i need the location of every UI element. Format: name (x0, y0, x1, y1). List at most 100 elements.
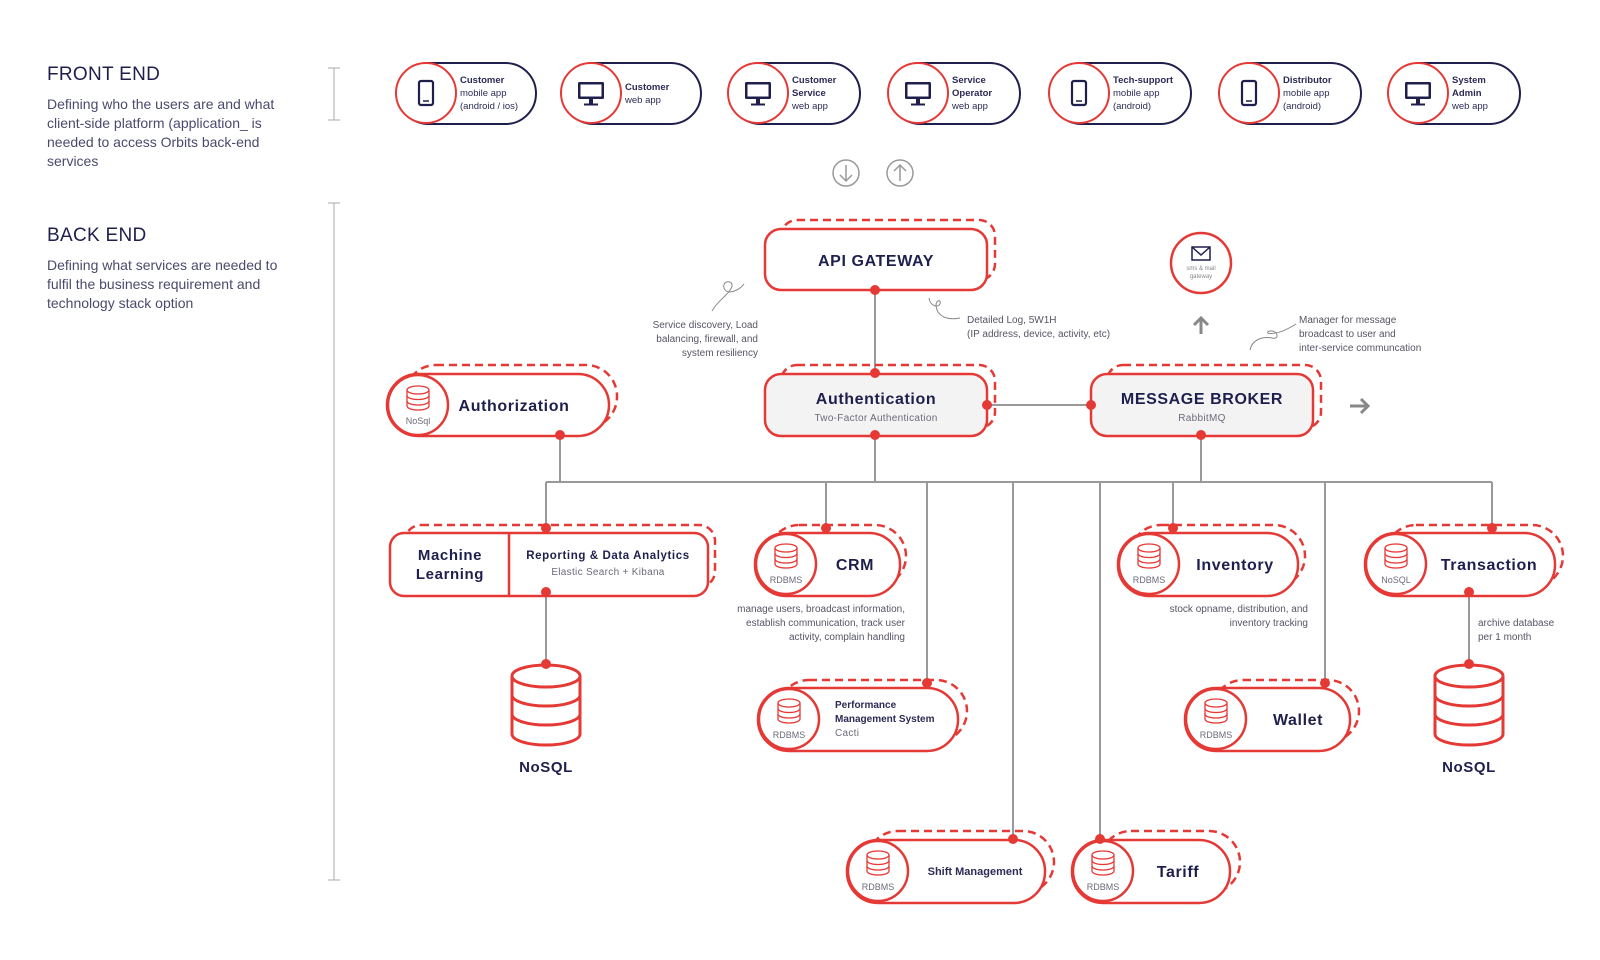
performance-management-node[interactable]: RDBMS Performance Management System Cact… (756, 678, 969, 753)
machine-learning-label: Learning (416, 566, 484, 583)
svg-text:establish communication, track: establish communication, track user (746, 618, 906, 629)
authentication-subtitle: Two-Factor Authentication (814, 413, 937, 424)
front-end-desc-4: services (47, 153, 98, 169)
app-pill-customer-mobile[interactable]: Customer mobile app (android / ios) (395, 62, 537, 125)
sms-mail-gateway-node[interactable]: sms & mail gateway (1169, 231, 1233, 295)
arrow-down-icon (832, 159, 860, 187)
front-end-desc-1: Defining who the users are and what (47, 96, 274, 112)
authorization-node[interactable]: NoSql Authorization (385, 363, 619, 440)
wallet-title: Wallet (1273, 712, 1323, 729)
note-archive: archive database per 1 month (1478, 618, 1555, 643)
app-pill-distributor-mobile[interactable]: Distributor mobile app (android) (1218, 62, 1362, 125)
authentication-title: Authentication (816, 391, 936, 408)
svg-text:inter-service communcation: inter-service communcation (1299, 343, 1421, 354)
db-type-label: RDBMS (770, 575, 803, 585)
svg-text:balancing, firewall, and: balancing, firewall, and (656, 334, 758, 345)
tariff-node[interactable]: RDBMS Tariff (1070, 829, 1242, 905)
db-type-label: RDBMS (862, 882, 895, 892)
app-label: mobile app (1283, 88, 1329, 99)
app-label: web app (1451, 101, 1488, 112)
svg-text:system resiliency: system resiliency (682, 348, 758, 359)
inventory-node[interactable]: RDBMS Inventory (1116, 523, 1307, 598)
svg-text:stock opname, distribution, an: stock opname, distribution, and (1170, 604, 1308, 615)
nosql-database-right[interactable]: NoSQL (1433, 659, 1505, 776)
back-end-desc-2: fulfil the business requirement and (47, 276, 260, 292)
performance-subtitle: Cacti (835, 728, 859, 739)
ml-reporting-node[interactable]: Machine Learning Reporting & Data Analyt… (388, 523, 717, 598)
authentication-node[interactable]: Authentication Two-Factor Authentication (763, 363, 997, 440)
svg-text:manage users, broadcast inform: manage users, broadcast information, (737, 604, 905, 615)
mail-icon (1191, 246, 1211, 261)
svg-text:per 1 month: per 1 month (1478, 632, 1531, 643)
front-end-title: FRONT END (47, 64, 160, 85)
crm-title: CRM (836, 557, 874, 574)
app-label: Customer (460, 75, 505, 86)
database-icon (510, 663, 582, 747)
transaction-title: Transaction (1441, 557, 1537, 574)
database-icon (1433, 663, 1505, 747)
shift-management-title: Shift Management (928, 866, 1023, 878)
nosql-label: NoSQL (519, 759, 573, 776)
back-end-desc-3: technology stack option (47, 295, 193, 311)
svg-text:Detailed Log, 5W1H: Detailed Log, 5W1H (967, 315, 1057, 326)
wallet-node[interactable]: RDBMS Wallet (1183, 678, 1361, 753)
note-inventory: stock opname, distribution, and inventor… (1170, 604, 1308, 629)
sms-gateway-label: gateway (1190, 274, 1212, 280)
db-type-label: NoSQL (1381, 575, 1411, 585)
front-end-bracket (328, 67, 340, 121)
reporting-title: Reporting & Data Analytics (526, 550, 689, 562)
app-label: Service (952, 75, 986, 86)
back-end-bracket (328, 202, 340, 881)
transaction-node[interactable]: NoSQL Transaction (1363, 523, 1565, 598)
nosql-database-left[interactable]: NoSQL (510, 659, 582, 776)
app-pill-customer-service-web[interactable]: Customer Service web app (727, 62, 861, 125)
db-type-label: NoSql (406, 416, 431, 426)
svg-text:broadcast to user and: broadcast to user and (1299, 329, 1396, 340)
back-end-title: BACK END (47, 225, 147, 246)
svg-text:Service discovery, Load: Service discovery, Load (653, 320, 758, 331)
back-end-section: BACK END Defining what services are need… (47, 225, 278, 311)
message-broker-node[interactable]: MESSAGE BROKER RabbitMQ (1086, 363, 1323, 440)
app-label: Operator (952, 88, 992, 99)
app-label: Tech-support (1113, 75, 1174, 86)
app-pill-tech-support-mobile[interactable]: Tech-support mobile app (android) (1048, 62, 1192, 125)
app-label: (android) (1283, 101, 1321, 112)
arrow-up-icon (1192, 315, 1210, 334)
svg-text:(IP address, device, activity,: (IP address, device, activity, etc) (967, 329, 1110, 340)
note-manager-message: Manager for message broadcast to user an… (1249, 315, 1421, 354)
performance-title: Management System (835, 714, 935, 725)
tariff-title: Tariff (1157, 864, 1199, 881)
db-type-label: RDBMS (1087, 882, 1120, 892)
back-end-desc-1: Defining what services are needed to (47, 257, 278, 273)
message-broker-title: MESSAGE BROKER (1121, 391, 1283, 408)
app-label: (android) (1113, 101, 1151, 112)
db-type-label: RDBMS (1133, 575, 1166, 585)
front-end-section: FRONT END Defining who the users are and… (47, 64, 274, 169)
crm-node[interactable]: RDBMS CRM (753, 523, 908, 598)
app-label: mobile app (1113, 88, 1159, 99)
app-label: System (1452, 75, 1486, 86)
arrow-right-icon (1350, 397, 1371, 415)
db-type-label: RDBMS (773, 730, 806, 740)
arrow-up-icon (886, 159, 914, 187)
reporting-subtitle: Elastic Search + Kibana (551, 567, 664, 578)
app-label: web app (624, 95, 661, 106)
front-end-desc-2: client-side platform (application_ is (47, 115, 262, 131)
app-label: Admin (1452, 88, 1482, 99)
machine-learning-label: Machine (418, 547, 482, 564)
app-label: web app (791, 101, 828, 112)
svg-text:inventory tracking: inventory tracking (1230, 618, 1308, 629)
app-pill-system-admin-web[interactable]: System Admin web app (1387, 62, 1521, 125)
app-pill-service-operator-web[interactable]: Service Operator web app (887, 62, 1021, 125)
svg-text:activity, complain handling: activity, complain handling (789, 632, 905, 643)
app-label: Service (792, 88, 826, 99)
app-pill-customer-web[interactable]: Customer web app (560, 62, 702, 125)
shift-management-node[interactable]: RDBMS Shift Management (845, 829, 1056, 905)
api-gateway-node[interactable]: API GATEWAY (763, 218, 997, 295)
app-label: Customer (625, 82, 670, 93)
app-label: web app (951, 101, 988, 112)
sms-gateway-label: sms & mail (1186, 266, 1215, 272)
front-end-desc-3: needed to access Orbits back-end (47, 134, 259, 150)
db-type-label: RDBMS (1200, 730, 1233, 740)
svg-text:Manager for message: Manager for message (1299, 315, 1397, 326)
